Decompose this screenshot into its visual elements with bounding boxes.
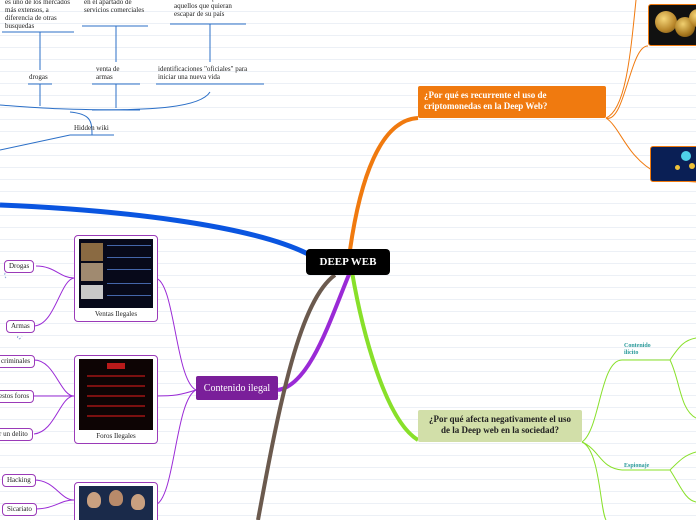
leaf-drogas[interactable]: Drogas xyxy=(4,260,35,273)
leaf-armas[interactable]: Armas xyxy=(6,320,35,333)
hiddenwiki-detail-identificaciones: "nueva vida" para aquellos que quieran e… xyxy=(174,0,232,18)
hiddenwiki-item-armas[interactable]: venta de armas xyxy=(96,65,120,81)
crypto-image-network[interactable] xyxy=(650,146,696,182)
card-ventas-ilegales[interactable]: Ventas Ilegales xyxy=(74,235,158,322)
topic-illegal-label: Contenido ilegal xyxy=(203,382,271,394)
hiddenwiki-item-drogas[interactable]: drogas xyxy=(29,73,48,81)
ventas-ilegales-image xyxy=(79,239,153,308)
leaf-hacking[interactable]: Hacking xyxy=(2,474,36,487)
subtopic-contenido-ilicito[interactable]: Contenido ilícito xyxy=(624,343,651,356)
hidden-wiki-label[interactable]: Hidden wiki xyxy=(74,124,109,132)
leaf-un-delito[interactable]: r un delito xyxy=(0,428,33,441)
topic-crypto-label: ¿Por qué es recurrente el uso de criptom… xyxy=(424,90,548,111)
foros-ilegales-image xyxy=(79,359,153,430)
coin-icon xyxy=(689,9,696,27)
crypto-image-coins[interactable] xyxy=(648,4,696,46)
leaf-estos-foros[interactable]: estos foros xyxy=(0,390,35,403)
card-caption: Ventas Ilegales xyxy=(94,310,138,318)
network-icon xyxy=(689,163,695,169)
coin-icon xyxy=(655,11,677,33)
root-node[interactable]: DEEP WEB xyxy=(306,249,390,275)
hiddenwiki-detail-armas: en el apartado de servicios comerciales xyxy=(84,0,145,14)
hiddenwiki-detail-drogas: es uno de los mercados más extensos, a d… xyxy=(5,0,70,30)
branch-line-crypto xyxy=(348,116,419,251)
leaf-sicariato[interactable]: Sicariato xyxy=(2,503,37,516)
topic-crypto[interactable]: ¿Por qué es recurrente el uso de criptom… xyxy=(418,86,606,118)
topic-society-label: ¿Por qué afecta negativamente el uso de … xyxy=(428,414,572,435)
card-caption: Foros Ilegales xyxy=(96,432,136,440)
topic-society[interactable]: ¿Por qué afecta negativamente el uso de … xyxy=(418,410,582,442)
hiddenwiki-item-identificaciones[interactable]: identificaciones "oficiales" para inicia… xyxy=(158,65,248,81)
card-hacking[interactable] xyxy=(74,482,158,520)
card-foros-ilegales[interactable]: Foros Ilegales xyxy=(74,355,158,444)
topic-illegal[interactable]: Contenido ilegal xyxy=(196,376,278,400)
network-icon xyxy=(681,151,691,161)
branch-line-illegal xyxy=(277,271,352,392)
branch-line-hiddenwiki xyxy=(0,202,310,257)
network-icon xyxy=(675,165,680,170)
root-label: DEEP WEB xyxy=(319,256,377,268)
subtopic-espionaje[interactable]: Espionaje xyxy=(624,463,650,469)
branch-line-brown xyxy=(256,273,337,520)
leaf-criminales[interactable]: criminales xyxy=(0,355,36,368)
hacking-image xyxy=(79,486,153,520)
branch-line-society xyxy=(350,271,420,442)
